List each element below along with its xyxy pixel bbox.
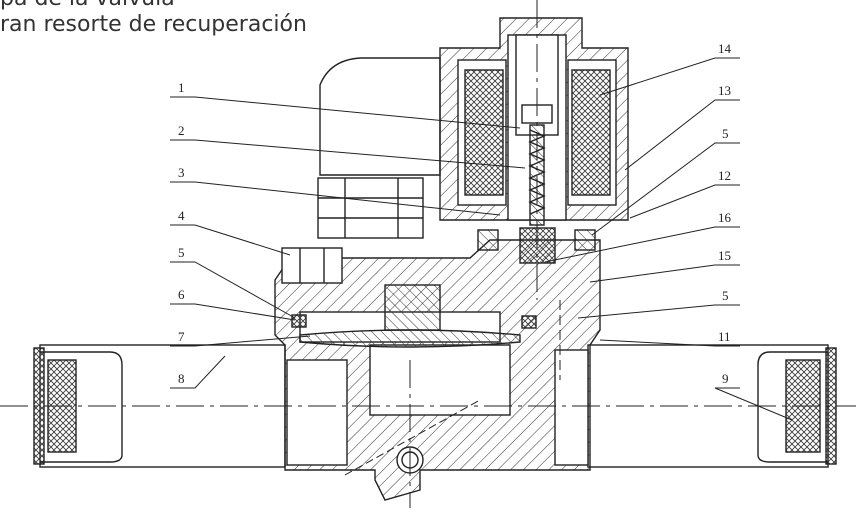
- caption-line-2: ran resorte de recuperación: [0, 12, 307, 37]
- part-label-5-upper-right: 5: [722, 126, 729, 141]
- part-label-14: 14: [718, 41, 732, 56]
- part-label-4: 4: [178, 208, 185, 223]
- part-label-3: 3: [178, 165, 185, 180]
- part-label-9: 9: [722, 371, 729, 386]
- connector-housing: [317, 57, 441, 239]
- part-label-6: 6: [178, 287, 185, 302]
- part-label-16: 16: [718, 210, 732, 225]
- diaphragm-assembly: [291, 284, 537, 348]
- leader-lines: [170, 57, 793, 421]
- caption-line-1: pa de la válvula: [0, 0, 175, 11]
- part-label-5-left: 5: [178, 245, 185, 260]
- part-label-5-lower-right: 5: [722, 288, 729, 303]
- part-label-15: 15: [718, 248, 731, 263]
- part-label-8: 8: [178, 371, 185, 386]
- part-label-13: 13: [718, 83, 731, 98]
- nipple-fitting: [281, 247, 343, 284]
- part-label-12: 12: [718, 168, 731, 183]
- part-label-7: 7: [178, 329, 185, 344]
- part-label-11: 11: [718, 329, 731, 344]
- part-label-2: 2: [178, 123, 185, 138]
- part-label-1: 1: [178, 80, 185, 95]
